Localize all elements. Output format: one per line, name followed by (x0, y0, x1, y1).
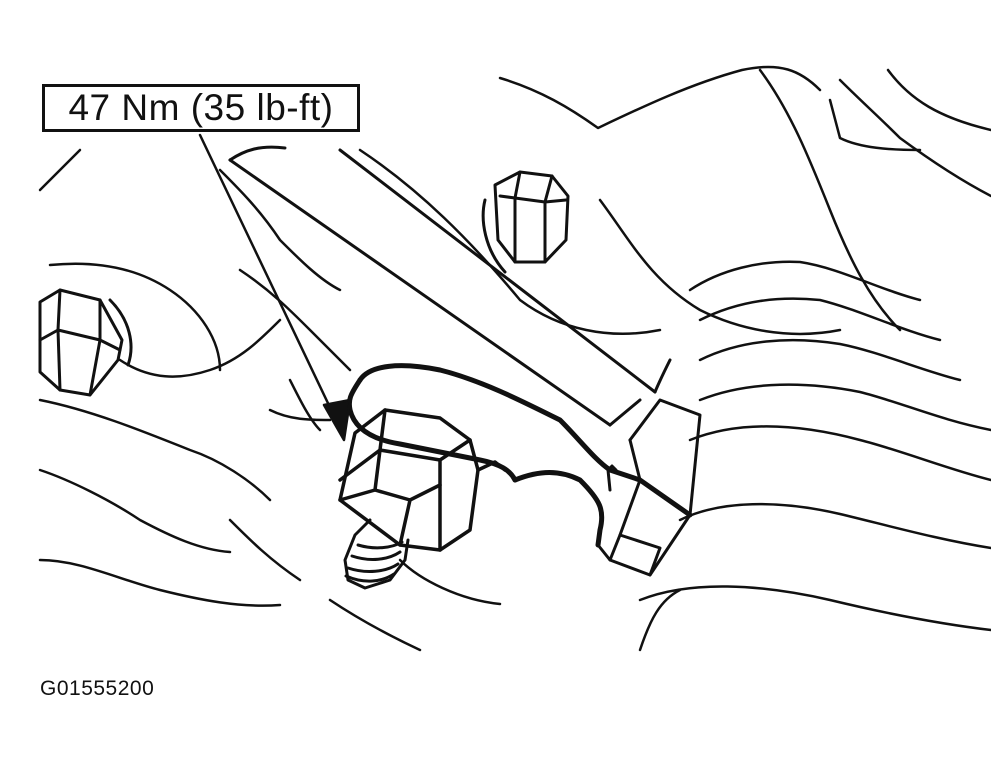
strap-terminal (596, 398, 702, 577)
housing-outlines (38, 65, 991, 652)
figure-id: G01555200 (40, 677, 155, 700)
callout-leader (198, 133, 352, 442)
torque-label: 47 Nm (35 lb-ft) (68, 87, 334, 128)
torque-nut (338, 408, 507, 552)
ground-strap (346, 363, 693, 548)
upper-bolt (481, 170, 570, 274)
mount-plate (228, 145, 672, 427)
threaded-stud (343, 518, 410, 590)
left-bolt (38, 288, 133, 397)
torque-callout: 47 Nm (35 lb-ft) (42, 84, 360, 132)
